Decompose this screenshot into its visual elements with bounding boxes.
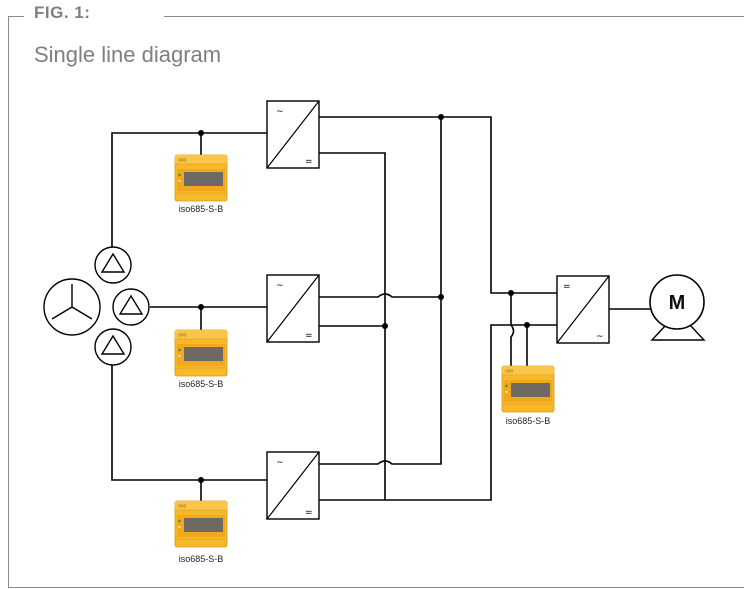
converter-middle-dc-symbol: = — [305, 331, 313, 341]
inverter-dc-symbol: = — [563, 282, 571, 292]
converter-middle-ac-symbol: ~ — [276, 281, 284, 291]
converter-top: ~ = — [266, 100, 320, 169]
converter-bottom-ac-symbol: ~ — [276, 458, 284, 468]
inverter-ac-symbol: ~ — [596, 332, 604, 342]
transformer-winding-top — [94, 246, 132, 284]
junction-dots — [198, 114, 530, 483]
tap-motor-device-a — [510, 293, 515, 366]
wire-top-feeder — [111, 132, 267, 283]
converter-bottom: ~ = — [266, 451, 320, 520]
device-bottom-label: iso685-S-B — [179, 554, 224, 564]
converter-bottom-dc-symbol: = — [305, 508, 313, 518]
device-middle-label: iso685-S-B — [179, 379, 224, 389]
wire-top-out-plus — [319, 116, 557, 294]
device-bottom: iso685-S-B — [174, 500, 228, 564]
converter-top-ac-symbol: ~ — [276, 107, 284, 117]
wire-bottom-feeder — [111, 331, 267, 481]
wire-bottom-out-plus — [319, 117, 442, 465]
wire-mid-out-plus — [319, 293, 441, 298]
diagram-title: Single line diagram — [34, 42, 222, 67]
figure-label: FIG. 1: — [34, 3, 99, 23]
device-top: iso685-S-B — [174, 154, 228, 214]
converter-middle: ~ = — [266, 274, 320, 343]
device-top-label: iso685-S-B — [179, 204, 224, 214]
device-motor-side: iso685-S-B — [501, 365, 555, 426]
motor: M — [649, 274, 706, 341]
device-motor-side-label: iso685-S-B — [506, 416, 551, 426]
converter-top-dc-symbol: = — [305, 157, 313, 167]
transformer-winding-middle — [112, 288, 150, 326]
transformer — [43, 246, 150, 366]
transformer-winding-bottom — [94, 328, 132, 366]
device-middle: iso685-S-B — [174, 329, 228, 389]
figure-frame — [8, 16, 744, 588]
motor-letter: M — [669, 292, 686, 314]
inverter: = ~ — [556, 275, 610, 344]
wire-top-out-minus — [319, 152, 386, 500]
wire-bottom-out-minus — [319, 324, 557, 501]
